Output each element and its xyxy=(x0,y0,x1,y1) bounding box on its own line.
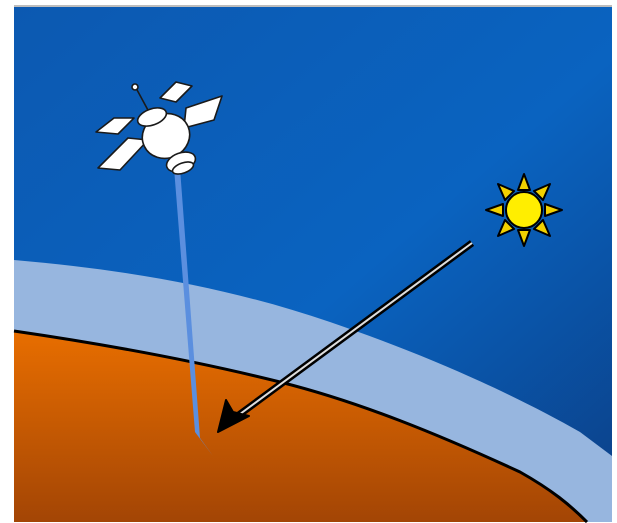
satellite-top-cap xyxy=(136,107,168,127)
sun-disc xyxy=(505,191,543,229)
earth-surface-outline xyxy=(13,329,589,523)
sunlight-arrow-head xyxy=(217,399,250,433)
sun-rays xyxy=(485,173,563,247)
satellite-panel-upper-left xyxy=(95,117,135,135)
satellite-antenna-tip xyxy=(131,83,139,91)
satellite-icon xyxy=(95,81,223,175)
sun-icon xyxy=(485,173,563,247)
sunlight-arrow xyxy=(217,240,475,433)
sunlight-arrow-shaft-inner xyxy=(235,242,473,418)
satellite-panel-top xyxy=(159,81,193,103)
earth-surface xyxy=(14,331,587,522)
sensor-beam xyxy=(174,168,213,456)
satellite-antenna xyxy=(135,87,150,113)
satellite-sensor-lens xyxy=(171,161,195,175)
